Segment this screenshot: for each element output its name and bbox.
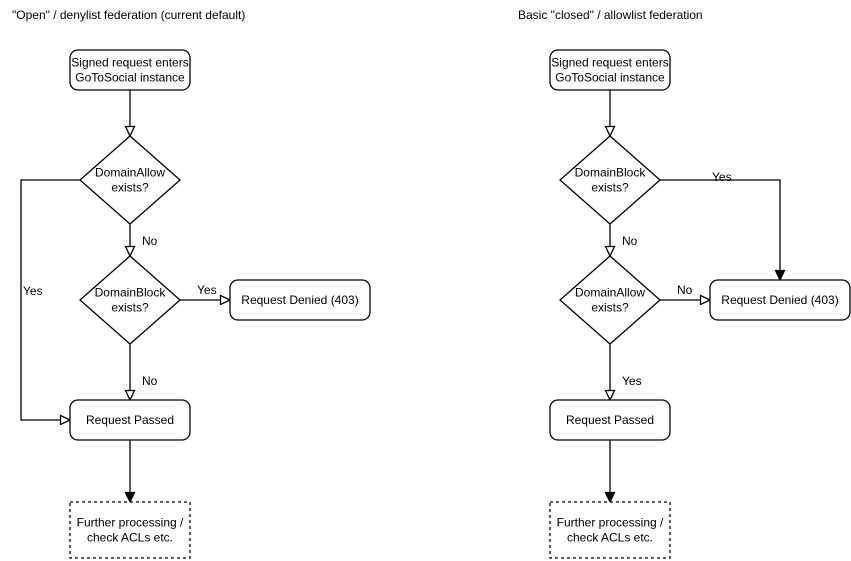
edge-domainblock-yes-to-denied-label: Yes	[712, 170, 732, 184]
edge-domainblock-no-to-domainallow-label: No	[622, 234, 638, 248]
edge-domainallow-no-to-domainblock-label: No	[142, 234, 158, 248]
open-denylist-further-processing-shape	[69, 501, 191, 559]
closed-allowlist-title: Basic "closed" / allowlist federation	[518, 8, 703, 22]
closed-allowlist-domainblock-decision-shape	[559, 135, 661, 225]
open-denylist-domainblock-decision-shape	[79, 255, 181, 345]
open-denylist-request-passed-shape	[69, 399, 191, 441]
edge-domainblock-yes-to-denied	[660, 179, 786, 282]
open-denylist-start-shape	[69, 49, 191, 91]
edge-domainblock-no-to-passed-label: No	[142, 374, 158, 388]
closed-allowlist-further-processing-label: Further processing /check ACLs etc.	[557, 516, 664, 545]
closed-allowlist-start-shape	[549, 49, 671, 91]
closed-allowlist-request-denied-label: Request Denied (403)	[721, 293, 838, 307]
open-denylist-request-passed-label: Request Passed	[86, 413, 174, 427]
edge-domainallow-yes-to-passed-label: Yes	[622, 374, 642, 388]
open-denylist-further-processing-label: Further processing /check ACLs etc.	[77, 516, 184, 545]
edge-domainallow-no-to-denied-label: No	[677, 283, 693, 297]
edge-domainallow-yes-to-passed	[20, 179, 80, 426]
open-denylist-domainallow-decision-shape	[79, 135, 181, 225]
closed-allowlist-request-passed-shape	[549, 399, 671, 441]
closed-allowlist-further-processing-shape	[549, 501, 671, 559]
closed-allowlist-request-passed-label: Request Passed	[566, 413, 654, 427]
edge-domainallow-yes-to-passed-label: Yes	[23, 284, 43, 298]
open-denylist-title: "Open" / denylist federation (current de…	[12, 8, 245, 22]
open-denylist-request-denied-label: Request Denied (403)	[241, 293, 358, 307]
closed-allowlist-domainallow-decision-shape	[559, 255, 661, 345]
edge-domainblock-yes-to-denied-label: Yes	[197, 283, 217, 297]
closed-allowlist-request-denied-shape	[709, 279, 851, 321]
open-denylist-request-denied-shape	[229, 279, 371, 321]
